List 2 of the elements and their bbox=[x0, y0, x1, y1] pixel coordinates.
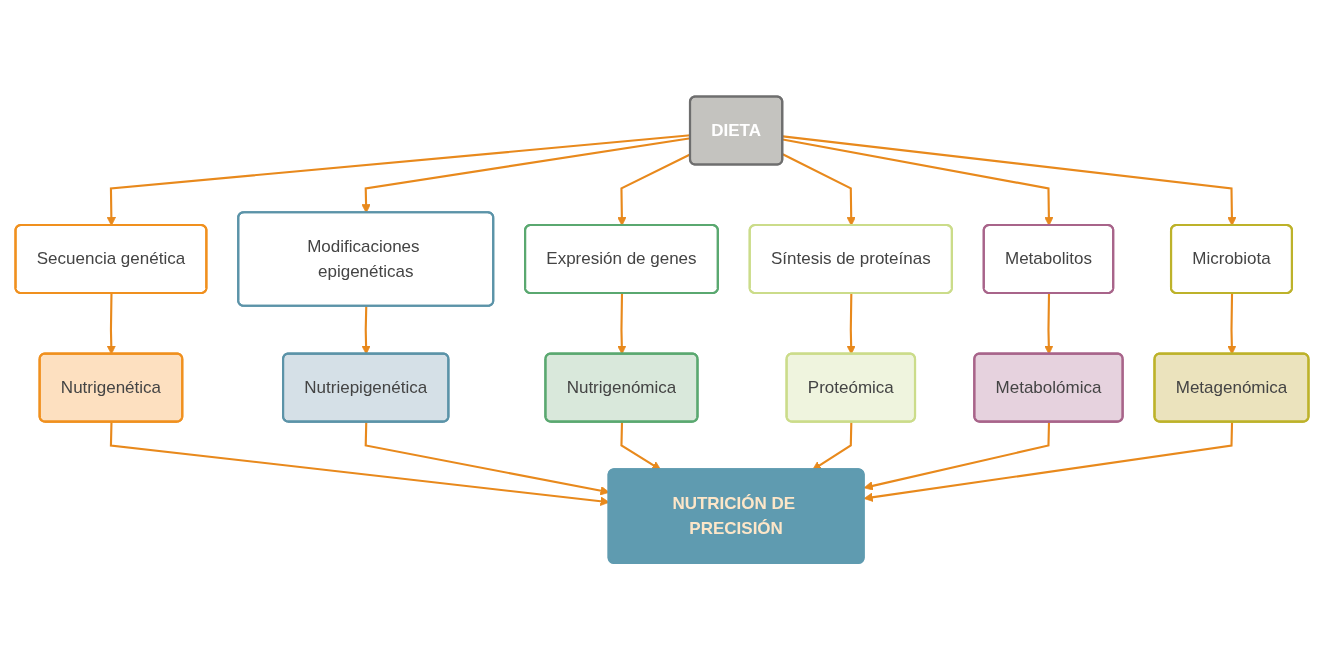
arrow bbox=[863, 422, 1051, 491]
arrow bbox=[863, 422, 1234, 503]
